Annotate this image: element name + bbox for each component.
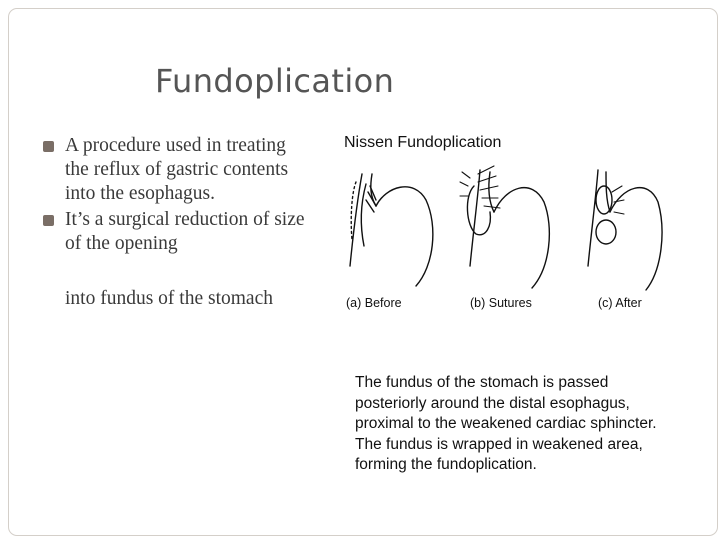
figure-label-sutures: (b) Sutures [470,296,532,310]
figure-label-after: (c) After [598,296,642,310]
bullet-item: It’s a surgical reduction of size of the… [37,208,357,256]
bullet-square-icon [43,215,54,226]
slide-title: Fundoplication [155,62,395,100]
stomach-after-drawing [587,169,663,291]
stomach-before-drawing [349,173,434,287]
bullet-text-line: the reflux of gastric contents [65,159,289,180]
caption-line: posteriorly around the distal esophagus, [355,394,630,412]
bullet-continuation: into fundus of the stomach [65,288,273,309]
caption-line: The fundus is wrapped in weakened area, [355,435,643,453]
bullet-text-line: It’s a surgical reduction of size [65,209,305,230]
caption-line: forming the fundoplication. [355,456,537,473]
caption-line: proximal to the weakened cardiac sphinct… [355,415,657,432]
bullet-square-icon [43,141,54,152]
bullet-list: A procedure used in treating the reflux … [37,134,357,256]
bullet-text-line: A procedure used in treating [65,135,286,156]
caption-line: The fundus of the stomach is passed [355,374,609,391]
bullet-item: A procedure used in treating the reflux … [37,134,357,206]
stomach-sutures-drawing [459,165,550,289]
nissen-figure: Nissen Fundoplication [330,126,670,326]
bullet-text-line: into the esophagus. [65,183,216,204]
stomach-illustration [349,165,663,291]
slide-border [8,8,718,536]
figure-label-before: (a) Before [346,296,402,310]
figure-title: Nissen Fundoplication [344,134,502,151]
bullet-text-line: of the opening [65,233,178,254]
figure-caption: The fundus of the stomach is passed post… [355,373,715,476]
